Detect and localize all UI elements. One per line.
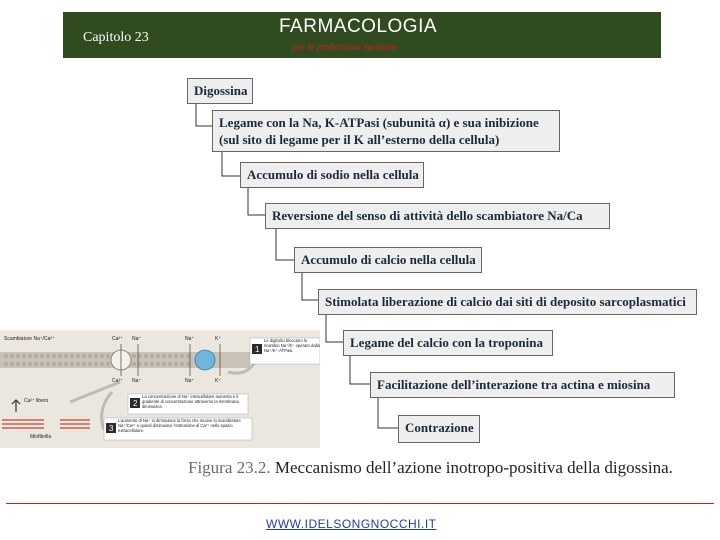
flow-step-reversione-scambiatore: Reversione del senso di attività dello s…	[265, 203, 610, 229]
na-ion-label-top: Na⁺	[132, 336, 141, 342]
chapter-label: Capitolo 23	[83, 30, 149, 45]
flow-step-facilitazione-actina-miosina: Facilitazione dell’interazione tra actin…	[370, 372, 675, 398]
exchanger-label: Scambiatore Na⁺/Ca²⁺	[4, 336, 55, 342]
figure-caption-label: Figura 23.2.	[188, 458, 271, 477]
flow-step-accumulo-calcio: Accumulo di calcio nella cellula	[294, 247, 482, 273]
ca-ion-label-top: Ca²⁺	[112, 336, 123, 342]
header-bar: Capitolo 23 FARMACOLOGIA per le professi…	[63, 12, 661, 58]
publisher-link[interactable]: WWW.IDELSONGNOCCHI.IT	[266, 517, 437, 531]
flow-step-legame-troponina: Legame del calcio con la troponina	[343, 330, 553, 356]
flow-step-digossina: Digossina	[187, 78, 253, 104]
na-ion-label-bottom: Na⁺	[132, 378, 141, 384]
ca-ion-label-bottom: Ca²⁺	[112, 378, 123, 384]
free-ca-label: Ca²⁺ libero	[24, 398, 49, 404]
k-ion-label-bottom: K⁺	[215, 378, 221, 384]
note-1-number: 1	[255, 345, 260, 354]
figure-caption: Figura 23.2. Meccanismo dell’azione inot…	[188, 458, 673, 478]
book-title: FARMACOLOGIA	[279, 16, 438, 37]
k-ion-label-top: K⁺	[215, 336, 221, 342]
flow-step-liberazione-calcio: Stimolata liberazione di calcio dai siti…	[318, 289, 697, 315]
flow-step-legame-atpasi: Legame con la Na, K-ATPasi (subunità α) …	[212, 110, 560, 152]
footer-divider	[6, 503, 714, 504]
na-ion-label-bottom-2: Na⁺	[185, 378, 194, 384]
note-3-text: L’aumento di Na⁺ in diminuisce la forza …	[118, 418, 241, 433]
note-3-number: 3	[109, 424, 114, 433]
flow-step-accumulo-sodio: Accumulo di sodio nella cellula	[240, 162, 424, 188]
note-2-number: 2	[133, 399, 138, 408]
mechanism-illustration: Scambiatore Na⁺/Ca²⁺ Ca²⁺ Na⁺ Na⁺ K⁺ Ca²…	[0, 330, 320, 448]
myofibril-label: Miofibrilla	[30, 434, 51, 440]
membrane-diagram: Scambiatore Na⁺/Ca²⁺ Ca²⁺ Na⁺ Na⁺ K⁺ Ca²…	[0, 330, 320, 448]
na-ion-label-top-2: Na⁺	[185, 336, 194, 342]
na-k-atpase-pump	[194, 349, 216, 371]
flow-step-contrazione: Contrazione	[398, 415, 480, 443]
note-2-text: La concentrazione di Na⁺ intracellulare …	[142, 394, 239, 409]
book-subtitle: per le professioni sanitarie	[292, 42, 398, 52]
note-1-text: Le digitalici bloccano lo scambio Na⁺/K⁺…	[264, 338, 320, 353]
figure-caption-text: Meccanismo dell’azione inotropo-positiva…	[274, 458, 673, 477]
